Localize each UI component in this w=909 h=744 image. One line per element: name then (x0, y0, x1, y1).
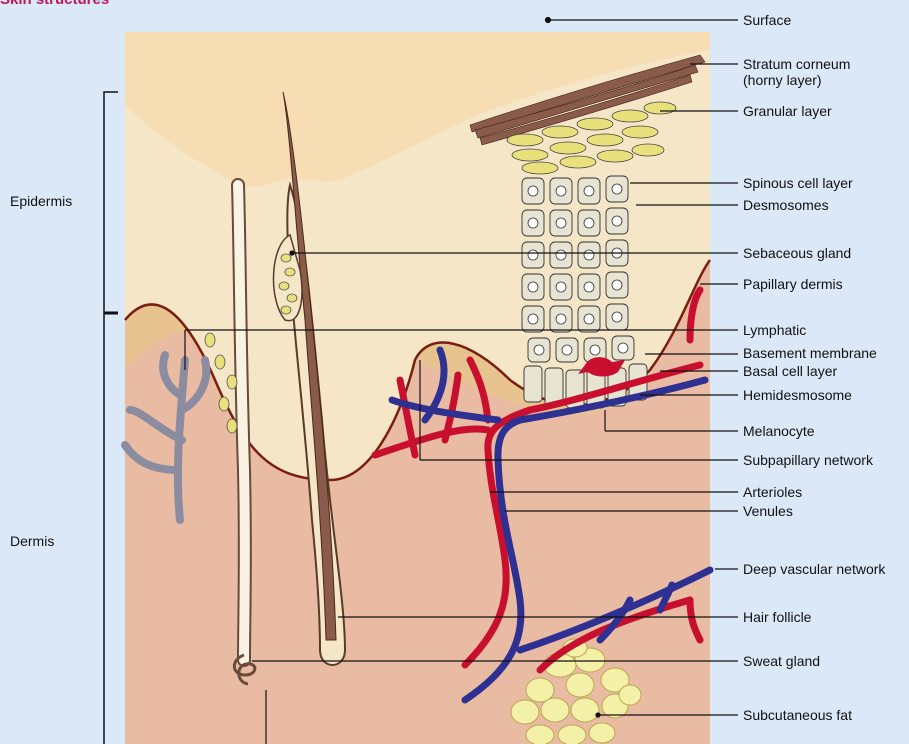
label-desmosomes: Desmosomes (743, 197, 829, 213)
label-spinous-cell-layer: Spinous cell layer (743, 175, 853, 191)
label-basal-cell-layer: Basal cell layer (743, 363, 837, 379)
label-subpapillary-network: Subpapillary network (743, 452, 909, 468)
label-hair-follicle: Hair follicle (743, 609, 811, 625)
label-papillary-dermis: Papillary dermis (743, 276, 843, 292)
region-brackets (104, 92, 118, 744)
dermis-label: Dermis (10, 533, 54, 549)
label-melanocyte: Melanocyte (743, 423, 815, 439)
label-sebaceous-gland: Sebaceous gland (743, 245, 851, 261)
label-lymphatic: Lymphatic (743, 322, 806, 338)
label-surface: Surface (743, 12, 791, 28)
label-hemidesmosome: Hemidesmosome (743, 387, 852, 403)
label-stratum-corneum: Stratum corneum (horny layer) (743, 56, 850, 88)
label-basement-membrane: Basement membrane (743, 345, 909, 361)
label-sweat-gland: Sweat gland (743, 653, 820, 669)
label-arterioles: Arterioles (743, 484, 802, 500)
label-granular-layer: Granular layer (743, 103, 832, 119)
epidermis-label: Epidermis (10, 193, 72, 209)
label-venules: Venules (743, 503, 793, 519)
label-subcutaneous-fat: Subcutaneous fat (743, 707, 852, 723)
label-deep-vascular-network: Deep vascular network (743, 561, 909, 577)
